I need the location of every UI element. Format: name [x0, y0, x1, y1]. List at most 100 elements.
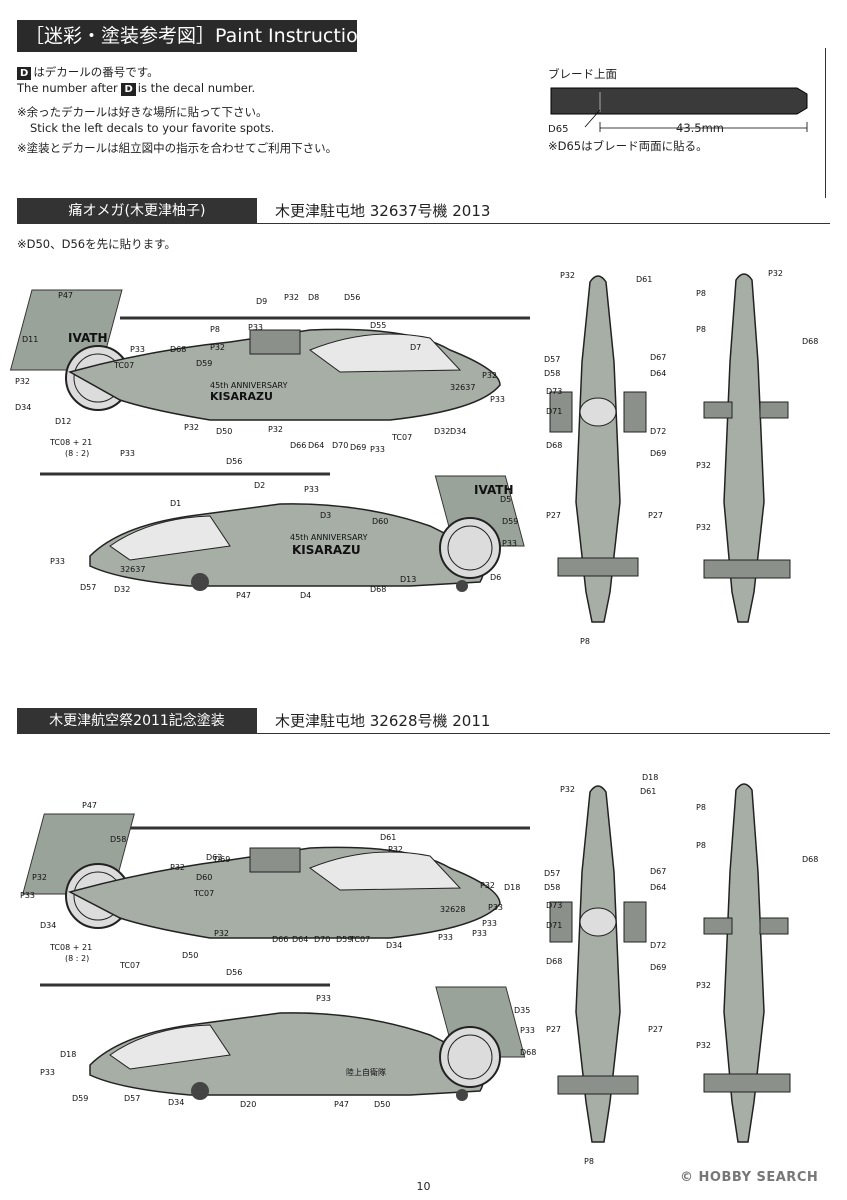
decal-callout: TC07 [391, 433, 412, 442]
decal-callout: D18 [60, 1050, 76, 1059]
decal-callout: D57 [544, 355, 560, 364]
decal-marker: D [17, 67, 32, 80]
canopy [308, 333, 462, 373]
decal-callout: D70 [314, 935, 330, 944]
note-line3-jp: ※塗装とデカールは組立図中の指示を合わせてご利用下さい。 [17, 141, 338, 155]
weapon-pod-right [623, 391, 647, 433]
wing-right [759, 401, 789, 419]
decal-callout: P27 [546, 511, 561, 520]
decal-callout: D32 [434, 427, 450, 436]
decal-callout: P32 [284, 293, 299, 302]
decal-callout: D56 [226, 968, 242, 977]
decal-callout: P32 [560, 271, 575, 280]
decal-callout: P32 [696, 523, 711, 532]
canopy [109, 515, 231, 561]
decal-callout: D57 [544, 869, 560, 878]
decal-callout: P32 [560, 785, 575, 794]
decal-callout: P27 [546, 1025, 561, 1034]
blade-title: ブレード上面 [548, 67, 617, 81]
decal-callout: D59 [72, 1094, 88, 1103]
decal-callout: P33 [130, 345, 145, 354]
decal-callout: D57 [80, 583, 96, 592]
decal-callout: D60 [372, 517, 388, 526]
decal-callout: D61 [380, 833, 396, 842]
fuselage-top [723, 273, 765, 623]
canopy [109, 1024, 231, 1070]
fenestron [439, 517, 501, 579]
wheel [191, 573, 209, 591]
decal-callout: D68 [170, 345, 186, 354]
decal-callout: D68 [520, 1048, 536, 1057]
serial-text: 32637 [120, 565, 145, 574]
decal-callout: P8 [580, 637, 590, 646]
section1-info: 木更津駐屯地 32637号機 2013 [275, 202, 491, 220]
decal-callout: P32 [482, 371, 497, 380]
engine-housing [249, 847, 301, 873]
decal-callout: P33 [520, 1026, 535, 1035]
decal-callout: P32 [214, 929, 229, 938]
page-title: ［迷彩・塗装参考図］Paint Instruction [17, 20, 370, 52]
decal-callout: D58 [544, 883, 560, 892]
decal-callout: D35 [514, 1006, 530, 1015]
decal-callout: D69 [214, 855, 230, 864]
decal-callout: P32 [184, 423, 199, 432]
decal-callout: D64 [650, 883, 666, 892]
wheel [456, 580, 468, 592]
decal-callout: D55 [370, 321, 386, 330]
decal-callout: D61 [640, 787, 656, 796]
decal-callout: P8 [584, 1157, 594, 1166]
decal-callout: D68 [546, 441, 562, 450]
decal-callout: D67 [650, 353, 666, 362]
wing-right [759, 917, 789, 935]
blade-length: 43.5mm [676, 121, 725, 135]
decal-callout: D34 [168, 1098, 184, 1107]
decal-callout: D73 [546, 901, 562, 910]
decal-callout: P47 [82, 801, 97, 810]
blade-decal-label: D65 [548, 124, 569, 135]
blade-shape [550, 87, 808, 115]
divider [825, 48, 826, 198]
kisarazu-text: KISARAZU [210, 390, 273, 403]
fuselage-top [575, 785, 621, 1143]
decal-callout: D13 [400, 575, 416, 584]
decal-callout: D68 [546, 957, 562, 966]
decal-callout: D12 [55, 417, 71, 426]
decal-callout: P47 [58, 291, 73, 300]
mix-label: TC08 + 21 [49, 943, 92, 952]
decal-callout: D72 [650, 427, 666, 436]
engine-housing [249, 329, 301, 355]
kisarazu-text: KISARAZU [292, 543, 361, 557]
section1-note: ※D50、D56を先に貼ります。 [17, 237, 176, 251]
decal-callout: P33 [488, 903, 503, 912]
note-line2-en: Stick the left decals to your favorite s… [30, 121, 275, 135]
decal-callout: P33 [472, 929, 487, 938]
decal-callout: D70 [332, 441, 348, 450]
section2-name: 木更津航空祭2011記念塗装 [17, 708, 257, 734]
serial-text: 32628 [440, 905, 465, 914]
wing-left [703, 401, 733, 419]
decal-callout: P8 [210, 325, 220, 334]
decal-callout: D32 [114, 585, 130, 594]
decal-callout: D8 [308, 293, 319, 302]
decal-callout: P33 [482, 919, 497, 928]
canopy [308, 851, 462, 891]
decal-callout: D71 [546, 921, 562, 930]
decal-callout: P8 [696, 803, 706, 812]
decal-callout: P33 [120, 449, 135, 458]
decal-callout: D18 [504, 883, 520, 892]
blade-note: ※D65はブレード両面に貼る。 [548, 139, 708, 153]
decal-callout: D56 [226, 457, 242, 466]
decal-callout: D61 [636, 275, 652, 284]
mix-ratio: (8 : 2) [65, 954, 89, 963]
page-number: 10 [416, 1180, 431, 1193]
decal-callout: P33 [50, 557, 65, 566]
tail-stabilizer [703, 1073, 791, 1093]
weapon-pod-right [623, 901, 647, 943]
decal-callout: D2 [254, 481, 265, 490]
